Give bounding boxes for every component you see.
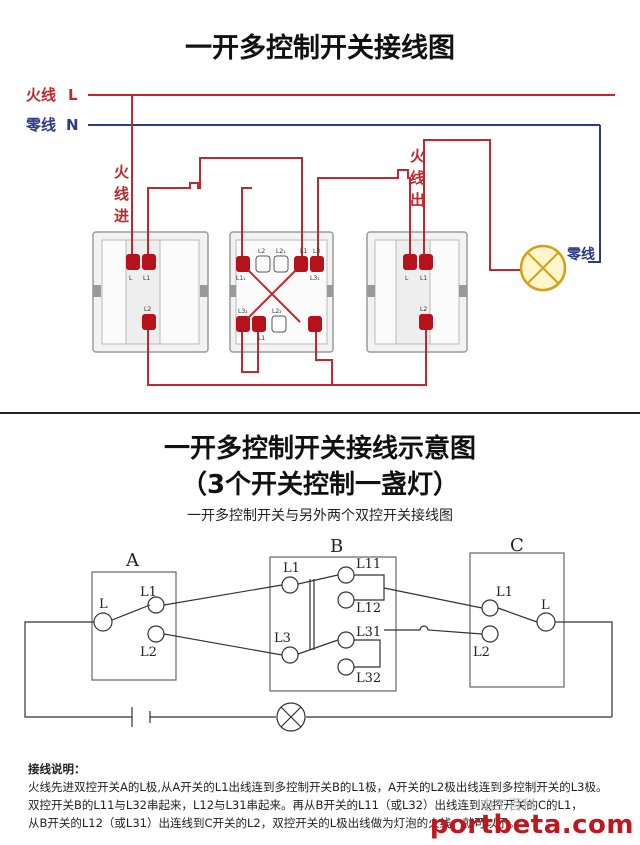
- terminal-b-5: [310, 256, 324, 272]
- live-label: 火线: [26, 86, 56, 104]
- bottom-title: 一开多控制开关接线示意图: [163, 434, 476, 464]
- terminal-b-label-l3: L3: [313, 248, 320, 255]
- terminal-b-label-l1: L1: [300, 248, 307, 255]
- top-title: 一开多控制开关接线图: [185, 33, 455, 64]
- notes-line-1: 火线先进双控开关A的L极,从A开关的L1出线连到多控制开关B的L1极，A开关的L…: [28, 780, 608, 794]
- watermark: portbeta.com: [429, 810, 634, 840]
- c-term-l2: L2: [473, 645, 490, 660]
- switch-a-name: A: [125, 550, 140, 571]
- svg-text:火: 火: [114, 163, 130, 181]
- bottom-wires: [24, 574, 613, 727]
- bottom-lamp-icon: [276, 702, 306, 732]
- terminal-a-l1: [142, 254, 156, 270]
- terminal-c-label-l: L: [405, 275, 409, 282]
- top-diagram: 火线 L 零线 N: [25, 86, 615, 386]
- terminal-c-label-l2: L2: [420, 306, 427, 313]
- neutral-label: 零线: [25, 116, 56, 134]
- live-out-label: 火 线 出: [410, 147, 426, 209]
- terminals-b: L2 L2₁ L1 L3 L1₁ L3₁ L3₂ L2₂ L1: [236, 248, 324, 342]
- b-term-l12: L12: [356, 601, 381, 616]
- svg-text:火: 火: [410, 147, 426, 165]
- terminal-c-label-l1: L1: [420, 275, 427, 282]
- terminals-c: L L1 L2: [403, 254, 433, 330]
- switch-c-name: C: [510, 535, 524, 556]
- wire-a-l1-to-b: [147, 157, 303, 262]
- wiring-notes: 接线说明： 火线先进双控开关A的L极,从A开关的L1出线连到多控制开关B的L1极…: [28, 760, 638, 832]
- terminal-c-l1: [419, 254, 433, 270]
- wire-a-l2-loop: [147, 322, 427, 386]
- terminal-b-label-l31: L3₁: [310, 275, 320, 282]
- terminal-c-l2: [419, 314, 433, 330]
- lamp-icon: [519, 244, 567, 292]
- svg-text:进: 进: [114, 207, 129, 225]
- terminal-b-2: [255, 255, 271, 273]
- notes-heading: 接线说明：: [28, 762, 86, 776]
- b-term-l11: L11: [356, 557, 381, 572]
- bottom-subtitle: 一开多控制开关与另外两个双控开关接线图: [187, 508, 453, 524]
- box-a: [91, 571, 177, 681]
- b-term-l32: L32: [356, 671, 381, 686]
- live-in-label: 火 线 进: [114, 163, 130, 225]
- terminal-b-label-l21: L2₁: [276, 248, 286, 255]
- terminal-b-label-l2: L2: [258, 248, 265, 255]
- wire-b-l1: [241, 187, 252, 262]
- neutral-to-lamp-wire: [588, 125, 601, 263]
- svg-text:出: 出: [410, 191, 425, 209]
- terminal-b-3: [273, 255, 289, 273]
- c-term-l: L: [541, 598, 550, 613]
- terminal-a-label-l2: L2: [144, 306, 151, 313]
- lamp-neutral-label: 零线: [566, 246, 595, 263]
- a-term-l: L: [99, 597, 108, 612]
- bottom-diagram: A B C L L1 L2 L1 L11 L12 L3 L31 L32 L1 L: [24, 535, 613, 732]
- b-term-l1: L1: [283, 561, 300, 576]
- box-c: [469, 552, 565, 688]
- terminal-a-l2: [142, 314, 156, 330]
- terminal-b-label-l1b: L1: [258, 335, 265, 342]
- a-term-l1: L1: [140, 585, 157, 600]
- switch-plate-a: [92, 231, 209, 353]
- svg-text:线: 线: [410, 169, 425, 187]
- notes-line-3: 从B开关的L12（或L31）出连线到C开关的L2，双控开关的L极出线做为灯泡的火…: [28, 816, 521, 830]
- wire-b-bottom-loop: [241, 322, 259, 373]
- live-letter: L: [68, 86, 78, 104]
- terminal-a-label-l: L: [129, 275, 133, 282]
- terminal-b-4: [294, 256, 308, 272]
- terminal-c-l: [403, 254, 417, 270]
- terminal-b-label-l11: L1₁: [236, 275, 246, 282]
- terminal-b-label-l22: L2₂: [272, 308, 282, 315]
- watermark-faint: 电工百科: [480, 798, 536, 814]
- bottom-title-sub: （3个开关控制一盏灯）: [180, 470, 460, 500]
- terminal-b-1: [236, 256, 250, 272]
- wire-b-l3-out: [315, 322, 333, 385]
- terminal-b-9: [308, 316, 322, 332]
- switch-plate-c: [366, 231, 468, 353]
- section-divider: [0, 412, 640, 414]
- switch-b-name: B: [330, 536, 343, 557]
- terminals-a: L L1 L2: [126, 254, 156, 330]
- c-term-l1: L1: [496, 585, 513, 600]
- wire-c-to-lamp: [423, 139, 522, 271]
- terminal-b-7: [252, 316, 266, 332]
- svg-text:线: 线: [114, 185, 129, 203]
- box-b: [269, 556, 397, 692]
- terminal-b-8: [271, 315, 287, 333]
- wire-b-to-c: [317, 169, 411, 262]
- terminal-b-label-l32: L3₂: [238, 308, 248, 315]
- terminal-a-l: [126, 254, 140, 270]
- cross-wire-2: [243, 265, 301, 323]
- b-term-l3: L3: [274, 631, 291, 646]
- neutral-letter: N: [66, 116, 79, 134]
- notes-line-2: 双控开关B的L11与L32串起来，L12与L31串起来。再从B开关的L11（或L…: [28, 798, 583, 812]
- terminal-b-6: [236, 316, 250, 332]
- terminal-a-label-l1: L1: [143, 275, 150, 282]
- b-term-l31: L31: [356, 625, 381, 640]
- a-term-l2: L2: [140, 645, 157, 660]
